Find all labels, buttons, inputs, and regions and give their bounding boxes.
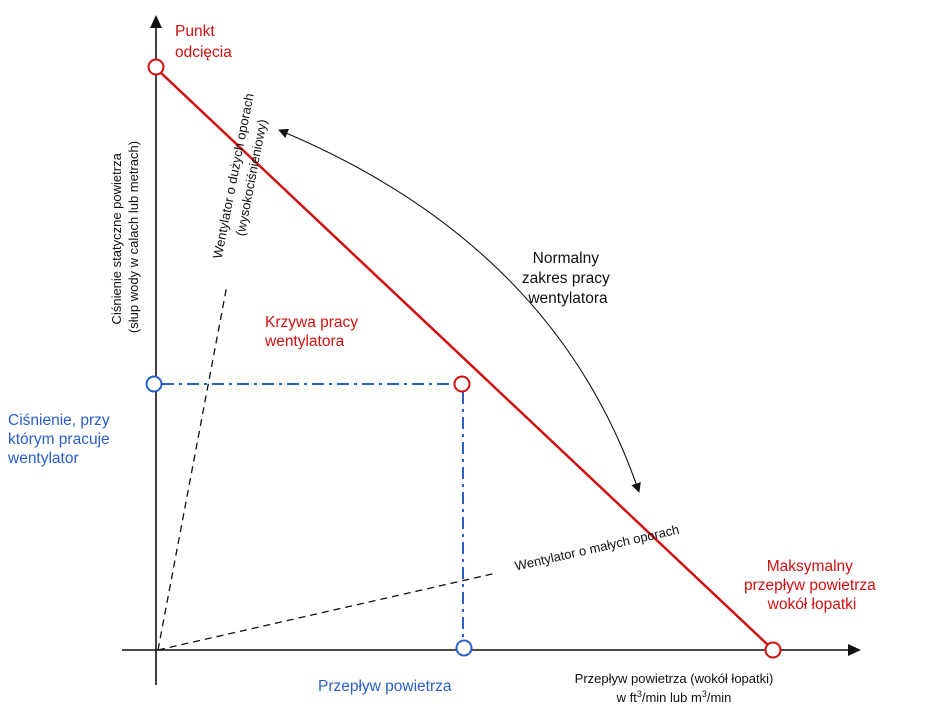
points: [145, 58, 782, 659]
cutoff-label-line2: odcięcia: [175, 44, 232, 61]
operating-pressure-label-line2: którym pracuje: [8, 431, 110, 448]
low-resistance-label: Wentylator o małych oporach: [513, 522, 680, 574]
low-resistance-line: [157, 525, 704, 651]
operating-point: [453, 375, 471, 393]
cutoff-point: [147, 58, 165, 76]
normal-range-label: Normalny zakres pracy wentylatora: [522, 250, 614, 307]
operating-pressure-label: Ciśnienie, przy którym pracuje wentylato…: [7, 412, 114, 467]
normal-range-label-line2: zakres pracy: [522, 270, 610, 287]
operating-point-lines: [162, 383, 464, 642]
max-flow-label: Maksymalny przepływ powietrza wokół łopa…: [744, 558, 880, 613]
max-flow-label-line1: Maksymalny: [767, 558, 853, 575]
max-flow-label-line2: przepływ powietrza: [744, 577, 876, 594]
max-flow-point: [764, 641, 782, 659]
y-axis-label-line2: (słup wody w calach lub metrach): [126, 141, 141, 333]
axes: [122, 15, 861, 685]
max-flow-label-line3: wokół łopatki: [767, 596, 857, 613]
airflow-label: Przepływ powietrza: [318, 678, 452, 695]
fan-curve-label: Krzywa pracy wentylatora: [264, 314, 362, 350]
pressure-axis-point: [145, 375, 163, 393]
operating-pressure-label-line3: wentylator: [7, 450, 79, 467]
normal-range-label-line3: wentylatora: [527, 290, 608, 307]
fan-curve-label-line1: Krzywa pracy: [265, 314, 358, 331]
cutoff-label: Punkt odcięcia: [175, 23, 232, 61]
flow-axis-point: [455, 639, 473, 657]
operating-pressure-label-line1: Ciśnienie, przy: [8, 412, 110, 429]
normal-range-label-line1: Normalny: [533, 250, 600, 267]
y-axis-label-line1: Ciśnienie statyczne powietrza: [109, 152, 124, 324]
x-axis-label-line1: Przepływ powietrza (wokół łopatki): [575, 671, 774, 686]
normal-range-arrow: [278, 128, 641, 493]
x-axis-label-line2: w ft3/min lub m3/min: [616, 689, 732, 705]
fan-curve-label-line2: wentylatora: [264, 333, 345, 350]
y-axis-arrow-icon: [150, 15, 162, 28]
x-axis-arrow-icon: [848, 644, 861, 656]
cutoff-label-line1: Punkt: [175, 23, 215, 40]
y-axis-label: Ciśnienie statyczne powietrza (słup wody…: [109, 141, 141, 333]
